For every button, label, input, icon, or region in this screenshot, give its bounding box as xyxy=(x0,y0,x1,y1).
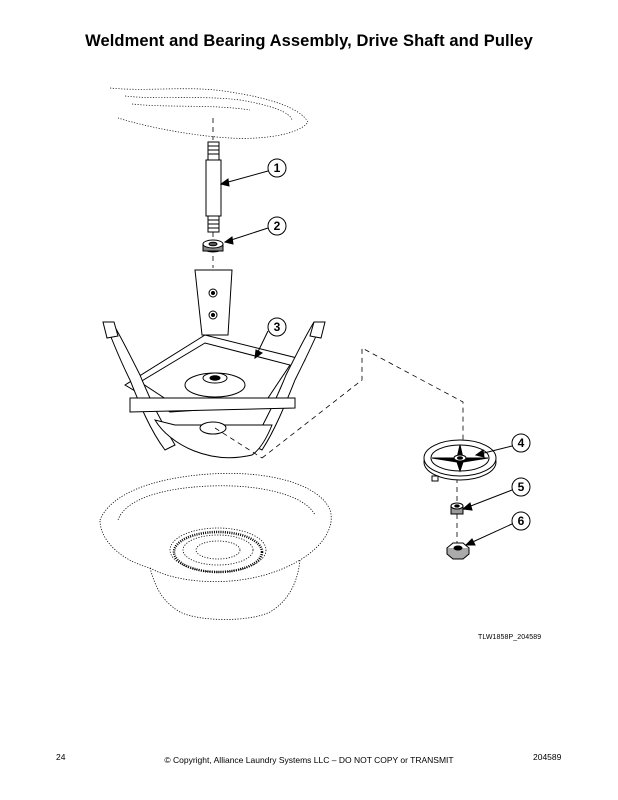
upper-tub-outline xyxy=(109,87,309,139)
hex-nut xyxy=(446,542,470,560)
svg-text:6: 6 xyxy=(518,514,525,528)
bearing xyxy=(202,239,224,253)
svg-text:3: 3 xyxy=(274,320,281,334)
page-number: 24 xyxy=(56,752,66,762)
small-nut xyxy=(450,502,464,515)
callout-3: 3 xyxy=(267,317,287,337)
leader-lines xyxy=(219,170,513,546)
lower-tub-outline xyxy=(99,472,332,620)
document-number: 204589 xyxy=(533,752,562,762)
callout-2: 2 xyxy=(267,216,287,236)
callout-4: 4 xyxy=(511,433,531,453)
copyright-notice: © Copyright, Alliance Laundry Systems LL… xyxy=(164,755,454,765)
pulley xyxy=(423,439,497,482)
weldment xyxy=(102,269,326,459)
svg-text:5: 5 xyxy=(518,480,525,494)
callout-5: 5 xyxy=(511,477,531,497)
figure-id: TLW1858P_204589 xyxy=(478,634,542,641)
svg-text:4: 4 xyxy=(518,436,525,450)
page-title: Weldment and Bearing Assembly, Drive Sha… xyxy=(85,32,533,50)
svg-text:1: 1 xyxy=(274,161,281,175)
callout-1: 1 xyxy=(267,158,287,178)
svg-text:2: 2 xyxy=(274,219,281,233)
drive-shaft xyxy=(205,141,222,233)
callout-6: 6 xyxy=(511,511,531,531)
lower-tub-gear-ring xyxy=(172,530,264,574)
